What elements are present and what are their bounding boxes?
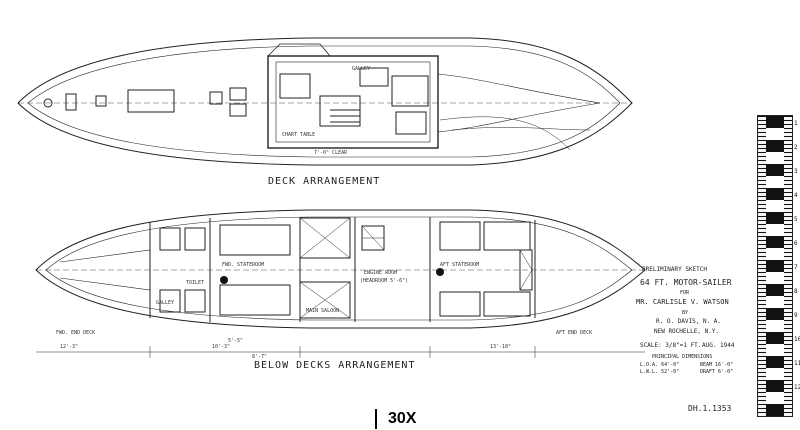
scale-number: 7	[794, 264, 798, 271]
below-note-galley: GALLEY	[156, 300, 175, 306]
tb-beam: BEAM 16'-0"	[700, 362, 734, 368]
tb-loa: L.O.A. 64'-0"	[640, 362, 680, 368]
scale-number: 2	[794, 144, 798, 151]
dim-5: 5'-5"	[228, 338, 244, 344]
below-note-saloon: MAIN SALOON	[306, 308, 340, 314]
below-hull	[35, 209, 646, 358]
below-note-fwd-state: FWD. STATEROOM	[222, 262, 265, 268]
scale-number: 12	[794, 384, 800, 391]
zoom-label: 30X	[388, 410, 417, 427]
scale-number: 9	[794, 312, 798, 319]
scale-number: 10	[794, 336, 800, 343]
tb-line3: FOR	[680, 290, 690, 296]
deck-arrangement-title: DECK ARRANGEMENT	[268, 176, 381, 187]
below-note-toilet: TOILET	[186, 280, 205, 286]
mast-step-aft	[436, 268, 444, 276]
tb-line7: NEW ROCHELLE, N.Y.	[654, 328, 720, 335]
measuring-scale	[757, 115, 793, 417]
aft-end-label: AFT END DECK	[556, 330, 593, 336]
scale-ticks-right	[784, 116, 792, 416]
tb-date: AUG. 1944	[702, 342, 735, 349]
below-note-aft-state: AFT STATEROOM	[440, 262, 480, 268]
scale-strip	[766, 116, 784, 416]
below-decks-title: BELOW DECKS ARRANGEMENT	[254, 360, 416, 371]
deck-note-galley: GALLEY	[352, 66, 371, 72]
dim-1: 12'-3"	[60, 344, 79, 350]
deck-note-clear: 7'-0" CLEAR	[314, 150, 348, 156]
scale-ticks-left	[758, 116, 766, 416]
scale-number: 6	[794, 240, 798, 247]
tb-draft: DRAFT 6'-0"	[700, 369, 734, 375]
dim-3: 8'-7"	[252, 354, 268, 360]
tb-line6: R. O. DAVIS, N. A.	[656, 318, 722, 325]
dim-2: 10'-3"	[212, 344, 231, 350]
scale-number: 1	[794, 120, 798, 127]
drawing-number: DH.1.1353	[688, 404, 732, 413]
scale-number: 3	[794, 168, 798, 175]
tb-line1: PRELIMINARY SKETCH	[642, 266, 708, 273]
scale-number: 8	[794, 288, 798, 295]
below-note-engine: ENGINE ROOM	[364, 270, 398, 276]
dim-4: 13'-10"	[490, 344, 512, 350]
tb-lwl: L.W.L. 52'-0"	[640, 369, 680, 375]
deck-note-chart: CHART TABLE	[282, 132, 316, 138]
below-note-engine-sub: (HEADROOM 5'-6")	[360, 278, 409, 284]
scale-number: 4	[794, 192, 798, 199]
stamp-bar	[375, 409, 377, 429]
tb-scale: SCALE: 3/8"=1 FT.	[640, 342, 702, 349]
mast-step-fwd	[220, 276, 228, 284]
deck-hull	[17, 37, 633, 166]
tb-line2: 64 FT. MOTOR-SAILER	[640, 278, 732, 287]
tb-line5: BY	[682, 310, 689, 316]
tb-line4: MR. CARLISLE V. WATSON	[636, 298, 729, 306]
tb-dims-head: PRINCIPAL DIMENSIONS	[652, 354, 713, 360]
fwd-end-label: FWD. END DECK	[56, 330, 96, 336]
scale-number: 5	[794, 216, 798, 223]
scale-number: 11	[794, 360, 800, 367]
